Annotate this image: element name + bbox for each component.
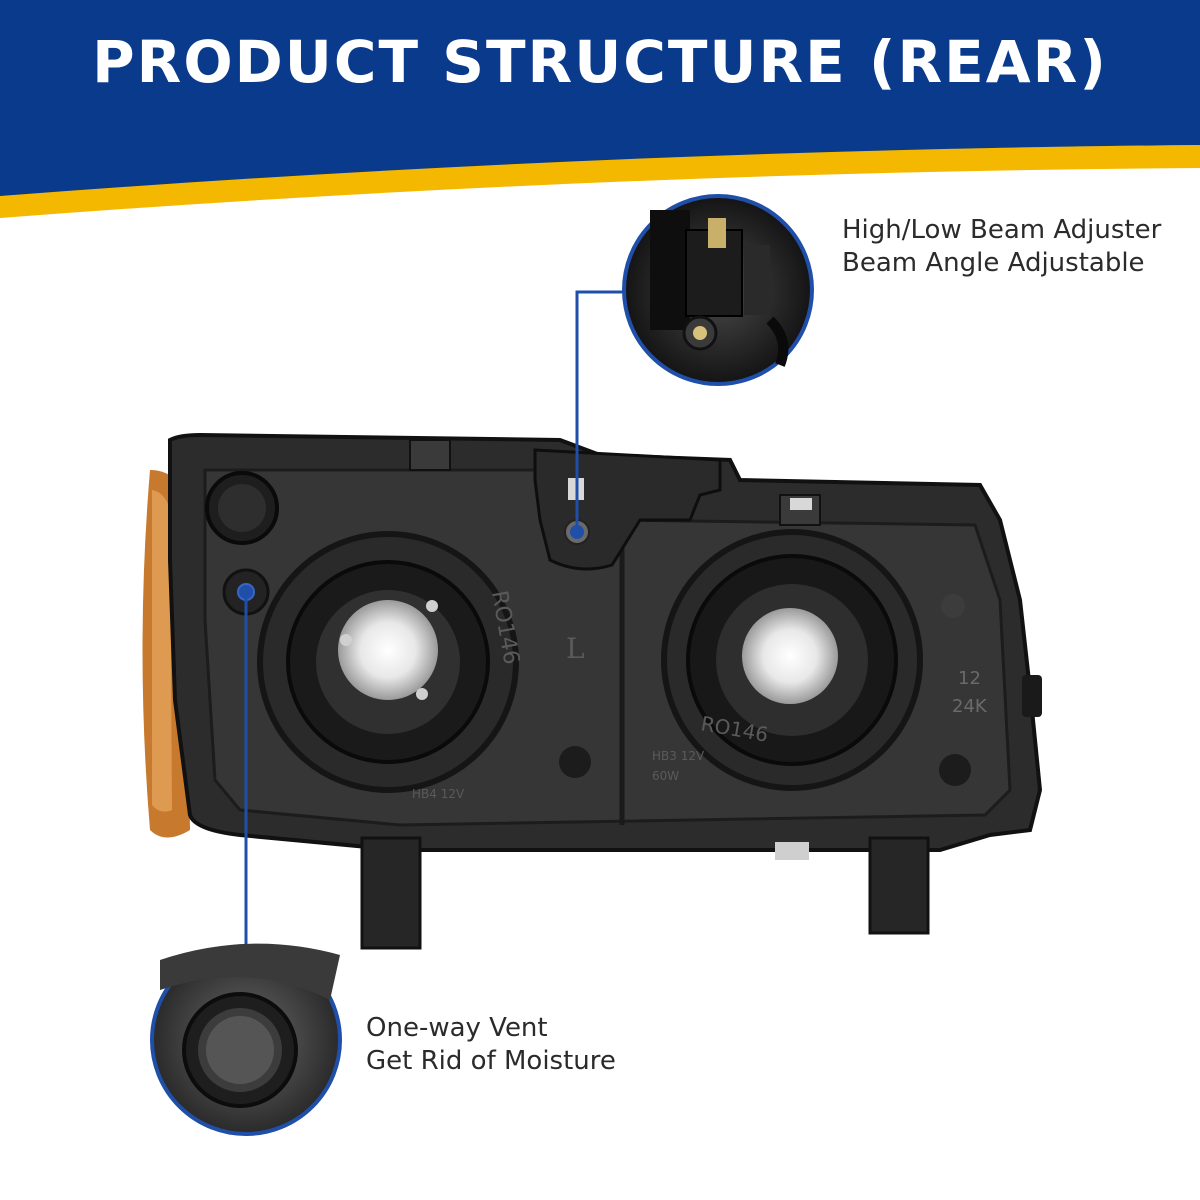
left-bulb-lens (338, 600, 438, 700)
vent-zoom-circle (150, 943, 342, 1136)
amber-side-marker-highlight (152, 490, 172, 812)
left-bulb-screw-2 (340, 634, 352, 646)
housing-boss-3 (941, 594, 965, 618)
vent-cap-large-ring (218, 484, 266, 532)
banner-yellow-stripe (0, 145, 1200, 218)
marking-side-letter: L (566, 632, 585, 665)
banner-blue-background (0, 0, 1200, 196)
right-bulb-lens (742, 608, 838, 704)
adjuster-zoom-circle (622, 194, 814, 386)
marking-bulb-left: HB4 12V (412, 787, 465, 801)
adjuster-leader-line (575, 290, 628, 532)
vent-callout-line2: Get Rid of Moisture (366, 1046, 616, 1076)
adjuster-callout-text: High/Low Beam Adjuster Beam Angle Adjust… (842, 214, 1161, 280)
top-clip-clear (790, 498, 812, 510)
vent-callout-line1: One-way Vent (366, 1013, 548, 1043)
bottom-clip (775, 842, 809, 860)
adjuster-callout-line2: Beam Angle Adjustable (842, 248, 1145, 278)
mount-foot-right (868, 836, 930, 935)
left-bulb-screw-1 (426, 600, 438, 612)
marking-wattage: 60W (652, 769, 679, 783)
page-title: PRODUCT STRUCTURE (REAR) (92, 28, 1108, 96)
adjuster-callout-line1: High/Low Beam Adjuster (842, 215, 1162, 245)
mount-foot-left (360, 836, 422, 950)
marking-bulb-right: HB3 12V (652, 749, 705, 763)
side-connector (1022, 675, 1042, 717)
top-clip-left (409, 439, 451, 471)
header-banner (0, 0, 1200, 218)
vent-leader-dot (239, 585, 253, 599)
marking-corner-code: 24K (952, 696, 988, 717)
marking-corner-number: 12 (958, 668, 981, 689)
vent-callout-text: One-way Vent Get Rid of Moisture (366, 1012, 616, 1078)
adjuster-leader-dot (570, 525, 584, 539)
housing-boss-2 (939, 754, 971, 786)
left-bulb-screw-3 (416, 688, 428, 700)
housing-boss-1 (559, 746, 591, 778)
